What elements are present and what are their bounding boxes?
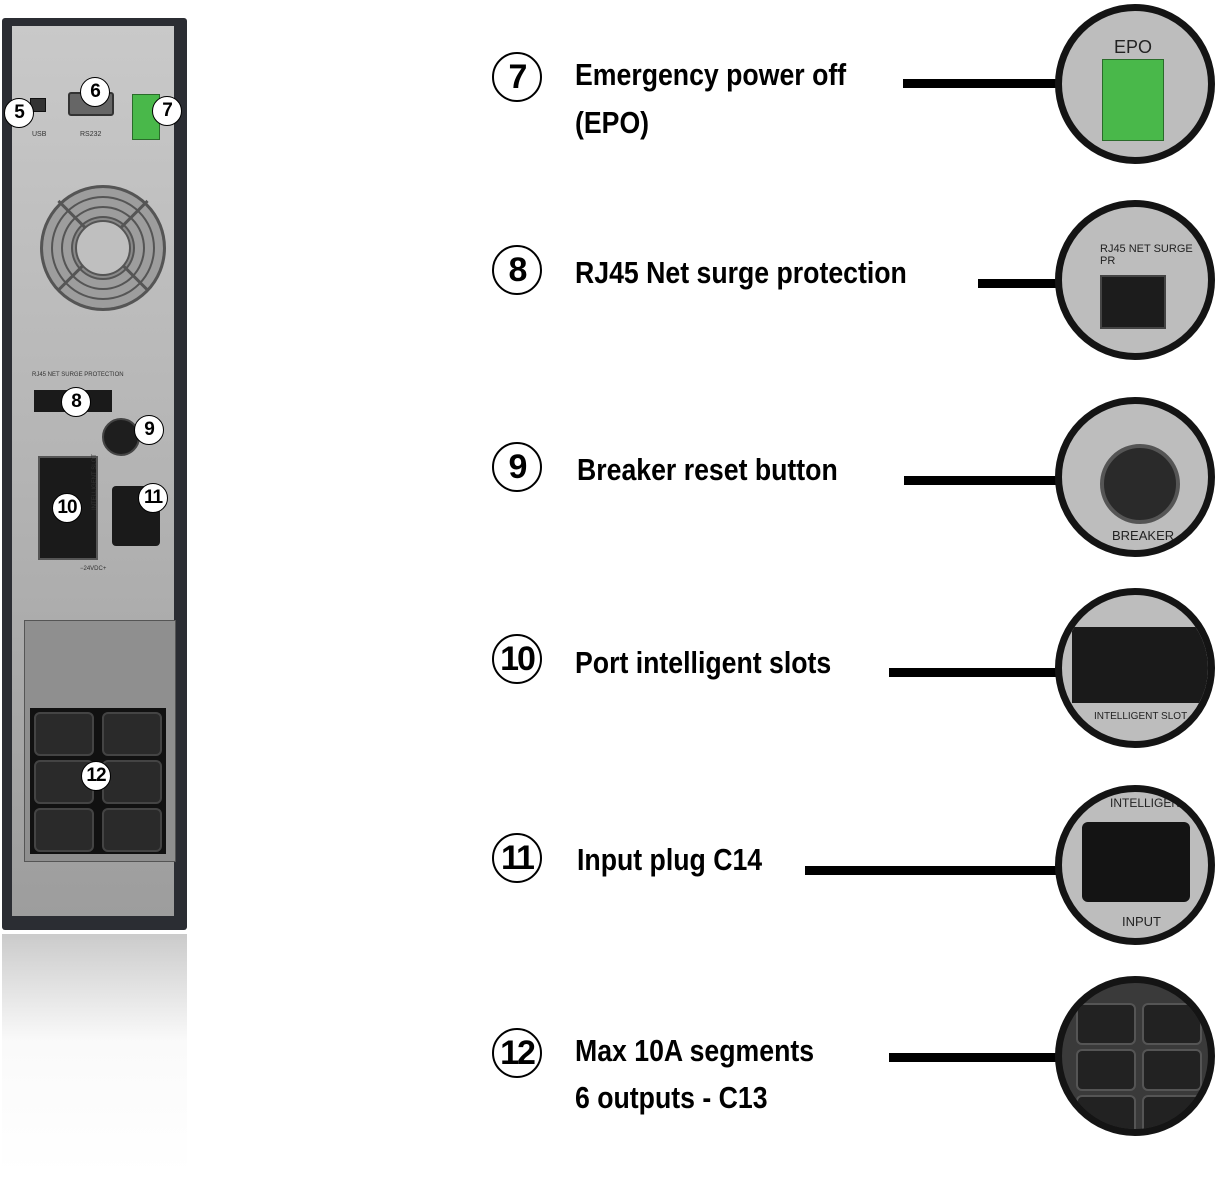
rj45-socket xyxy=(1100,275,1166,329)
callout-label-line2: 6 outputs - C13 xyxy=(575,1080,768,1115)
c13-outlet xyxy=(102,712,162,756)
photo-label: RJ45 NET SURGE PR xyxy=(1100,243,1193,267)
c13-outlet xyxy=(34,808,94,852)
ups-reflection xyxy=(2,934,187,1174)
callout-label: Emergency power off xyxy=(575,57,847,92)
photo-label: INTELLIGENT SLOT xyxy=(1094,711,1188,722)
marker-10: 10 xyxy=(52,493,82,523)
epo-plug xyxy=(1102,59,1164,141)
breaker-button xyxy=(102,418,140,456)
c13-outlet xyxy=(1142,1095,1202,1129)
leader-line xyxy=(889,668,1063,677)
epo-closeup-photo: EPO xyxy=(1055,4,1215,164)
c13-outlet xyxy=(102,760,162,804)
rj45-panel-label: RJ45 NET SURGE PROTECTION xyxy=(32,372,124,378)
callout-number: 9 xyxy=(492,442,542,492)
c13-outlet xyxy=(34,712,94,756)
c13-outlet xyxy=(1142,1049,1202,1091)
leader-line xyxy=(903,79,1063,88)
c13-outlet xyxy=(102,808,162,852)
leader-line xyxy=(889,1053,1063,1062)
slot-closeup-photo: INTELLIGENT SLOT xyxy=(1055,588,1215,748)
marker-11: 11 xyxy=(138,483,168,513)
leader-line xyxy=(805,866,1063,875)
fan-hub xyxy=(75,220,131,276)
photo-label: BREAKER xyxy=(1112,528,1175,543)
marker-6: 6 xyxy=(80,77,110,107)
callout-label: RJ45 Net surge protection xyxy=(575,255,907,290)
c13-outlet xyxy=(1076,1095,1136,1129)
photo-top-label: INTELLIGENT xyxy=(1110,796,1188,810)
outlets-closeup-photo xyxy=(1055,976,1215,1136)
slot-panel-label: INTELLIGENT SLOT xyxy=(92,454,98,510)
photo-label: INPUT xyxy=(1122,914,1161,929)
callout-label: Breaker reset button xyxy=(577,452,838,487)
callout-label: Port intelligent slots xyxy=(575,645,832,680)
marker-5: 5 xyxy=(4,98,34,128)
photo-label: EPO xyxy=(1114,37,1153,57)
leader-line xyxy=(978,279,1063,288)
rj45-closeup-photo: RJ45 NET SURGE PR xyxy=(1055,200,1215,360)
c13-outlet xyxy=(1142,1003,1202,1045)
breaker-knob xyxy=(1100,444,1180,524)
callout-number: 10 xyxy=(492,634,542,684)
callout-number: 12 xyxy=(492,1028,542,1078)
dc-label: −24VDC+ xyxy=(80,566,107,572)
marker-12: 12 xyxy=(81,761,111,791)
usb-port-label: USB xyxy=(32,131,47,138)
callout-label: Max 10A segments xyxy=(575,1033,815,1068)
callout-label: Input plug C14 xyxy=(577,842,763,877)
marker-7: 7 xyxy=(152,96,182,126)
c14-inlet xyxy=(1082,822,1190,902)
marker-8: 8 xyxy=(61,387,91,417)
breaker-closeup-photo: BREAKER xyxy=(1055,397,1215,557)
rs232-port-label: RS232 xyxy=(80,131,102,138)
c13-outlet xyxy=(1076,1049,1136,1091)
callout-number: 11 xyxy=(492,833,542,883)
input-closeup-photo: INTELLIGENT INPUT xyxy=(1055,785,1215,945)
leader-line xyxy=(904,476,1063,485)
callout-number: 7 xyxy=(492,52,542,102)
callout-label-line2: (EPO) xyxy=(575,105,650,140)
c13-outlet xyxy=(1076,1003,1136,1045)
marker-9: 9 xyxy=(134,415,164,445)
callout-number: 8 xyxy=(492,245,542,295)
slot-cover xyxy=(1072,627,1208,703)
